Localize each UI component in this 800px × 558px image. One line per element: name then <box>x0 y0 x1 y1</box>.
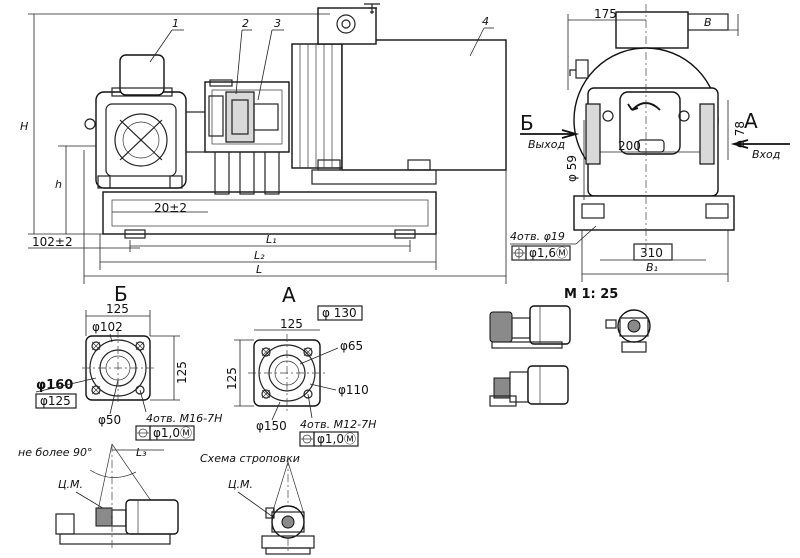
view-a-tol: φ1,0Ⓜ <box>317 432 356 446</box>
section-b-marker: Б <box>520 111 534 135</box>
view-b-tol: φ1,0Ⓜ <box>153 426 192 440</box>
view-b-d50: φ50 <box>98 413 121 427</box>
side-view: 175 B Б Выход А Вход 200 φ 59 φ 78 4отв.… <box>510 4 790 282</box>
sling-title: Схема строповки <box>200 452 300 465</box>
flange-view-a: А φ 130 125 φ65 125 φ110 φ150 4отв. М12-… <box>225 283 376 447</box>
scale-label: М 1: 25 <box>564 287 618 302</box>
dim-H: H <box>20 120 28 133</box>
pump-body <box>84 54 207 189</box>
view-a-125-side: 125 <box>225 367 239 390</box>
label-vyhod: Выход <box>528 138 565 151</box>
dim-200: 200 <box>618 139 641 153</box>
view-b-d102: φ102 <box>92 320 123 334</box>
hole-spec: 4отв. φ19 <box>510 230 565 243</box>
label-vhod: Вход <box>752 148 780 161</box>
sling-L3: L₃ <box>136 446 147 459</box>
view-a-holes: 4отв. М12-7Н <box>300 418 376 431</box>
view-b-d125: φ125 <box>40 394 71 408</box>
callout-3: 3 <box>274 17 281 30</box>
small-view-top <box>489 305 571 349</box>
view-a-d150: φ150 <box>256 419 287 433</box>
view-b-125-side: 125 <box>175 361 189 384</box>
dim-d78: φ 78 <box>733 121 747 148</box>
coupling-guard <box>204 79 290 195</box>
dim-L2: L₂ <box>254 249 265 262</box>
dim-B: B <box>704 16 712 29</box>
view-a-d65: φ65 <box>340 339 363 353</box>
view-b-holes: 4отв. М16-7Н <box>146 412 222 425</box>
view-b-d160: φ160 <box>36 378 73 393</box>
dim-d59: φ 59 <box>565 155 579 182</box>
section-a-marker: А <box>744 109 758 133</box>
callout-1: 1 <box>172 17 179 30</box>
view-a-d130: φ 130 <box>322 306 357 320</box>
dim-102: 102±2 <box>32 235 73 249</box>
small-view-side <box>605 309 651 353</box>
hole-tolerance: φ1,6Ⓜ <box>529 246 568 260</box>
callout-2: 2 <box>242 17 249 30</box>
dim-h: h <box>55 178 62 191</box>
sling-cm1: Ц.М. <box>58 478 83 491</box>
sling-angle: не более 90° <box>18 446 93 459</box>
sling-scheme-side: Схема строповки Ц.М. <box>200 452 315 555</box>
view-b-title: Б <box>114 282 128 306</box>
main-front-view: 1 2 3 4 H h 20±2 102±2 L₁ L₂ <box>20 3 507 284</box>
dim-20: 20±2 <box>154 201 187 215</box>
dim-B1: B₁ <box>646 261 658 274</box>
dim-L: L <box>256 263 262 276</box>
view-a-title: А <box>282 283 296 307</box>
flange-view-b: Б 125 φ102 φ160 φ125 φ50 125 4отв. М1 <box>35 282 222 441</box>
view-a-d110: φ110 <box>338 383 369 397</box>
view-a-125: 125 <box>280 317 303 331</box>
electric-motor <box>291 3 507 185</box>
small-view-bottom <box>489 365 569 407</box>
dim-310: 310 <box>640 246 663 260</box>
view-b-125: 125 <box>106 302 129 316</box>
baseplate <box>102 191 437 235</box>
sling-cm2: Ц.М. <box>228 478 253 491</box>
dim-L1: L₁ <box>266 233 277 246</box>
sling-scheme-front: не более 90° L₃ Ц.М. <box>18 443 179 550</box>
callout-4: 4 <box>482 15 489 28</box>
dim-175: 175 <box>594 7 617 21</box>
